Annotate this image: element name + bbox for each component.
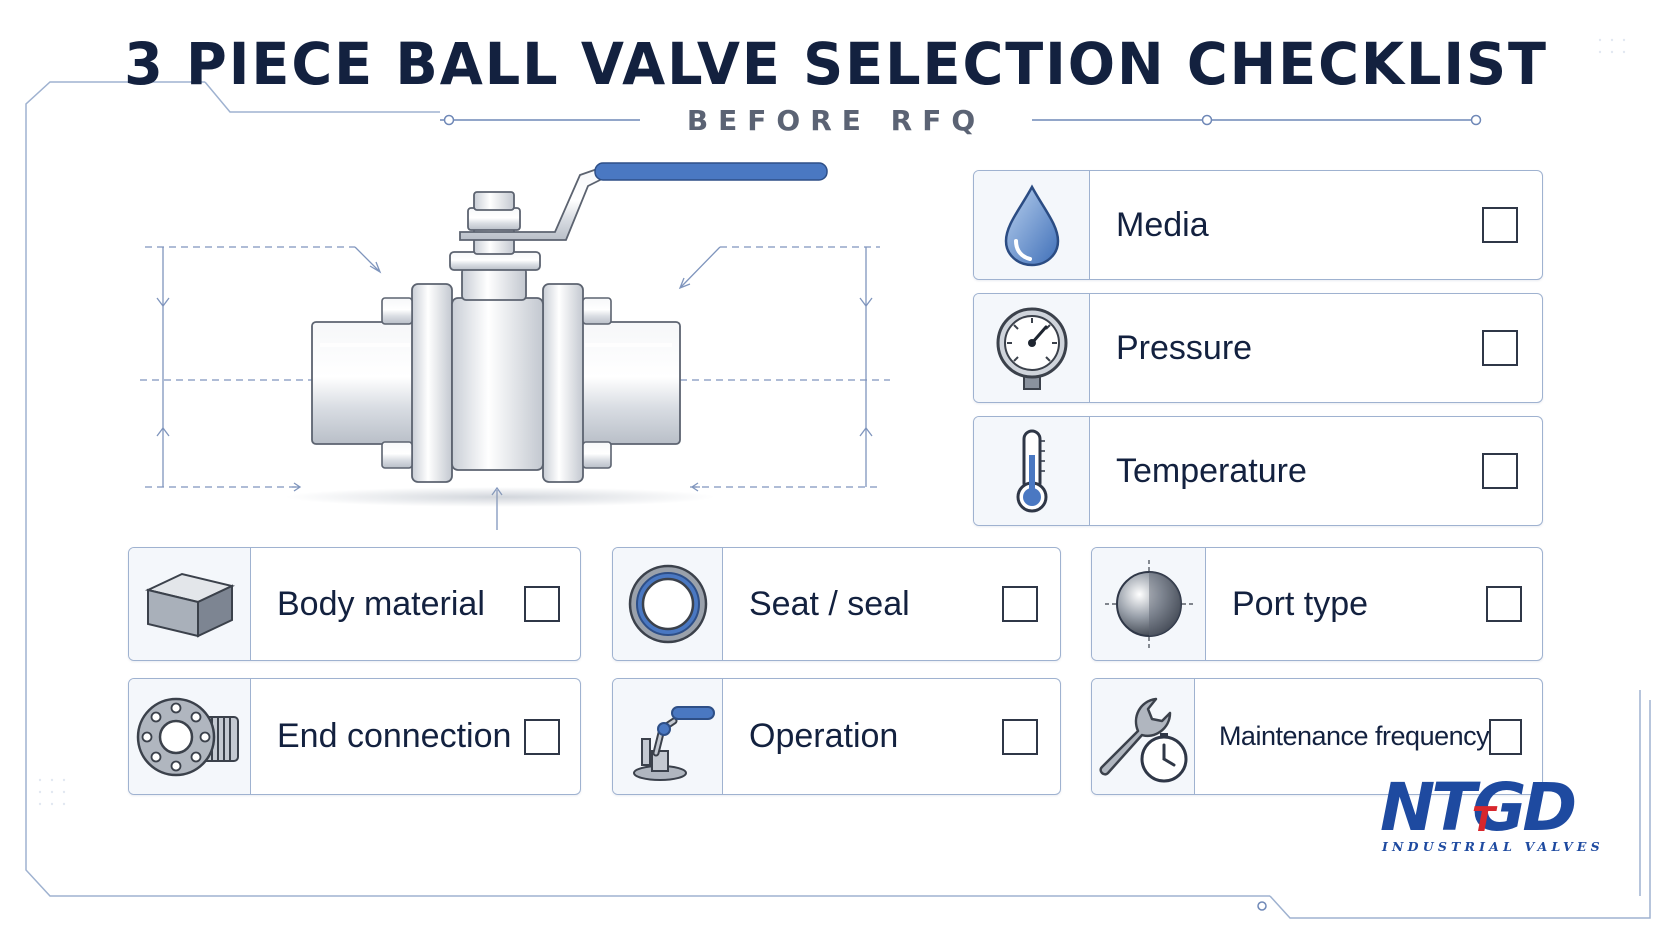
flange-thread-icon (129, 679, 251, 794)
checklist-label-end-connection: End connection (277, 717, 512, 755)
checklist-item-port-type[interactable]: Port type (1091, 547, 1543, 661)
wrench-clock-icon (1092, 679, 1195, 794)
checkbox-pressure[interactable] (1482, 330, 1518, 366)
ball-valve-illustration (140, 162, 890, 530)
checklist-item-end-connection[interactable]: End connection (128, 678, 581, 795)
checkbox-body-material[interactable] (524, 586, 560, 622)
checkbox-media[interactable] (1482, 207, 1518, 243)
checklist-label-maintenance: Maintenance frequency (1218, 721, 1490, 751)
checkbox-operation[interactable] (1002, 718, 1038, 755)
checklist-label-operation: Operation (749, 717, 899, 755)
water-drop-icon (974, 171, 1090, 279)
checkbox-maintenance[interactable] (1489, 718, 1522, 755)
ntgd-logo: NTGD T INDUSTRIAL VALVES (1380, 774, 1604, 854)
checklist-label-media: Media (1116, 205, 1209, 244)
metal-block-icon (129, 548, 251, 660)
checkbox-end-connection[interactable] (524, 718, 560, 755)
svg-text:T: T (1472, 800, 1498, 840)
svg-text:INDUSTRIAL VALVES: INDUSTRIAL VALVES (1381, 839, 1604, 854)
seal-ring-icon (613, 548, 723, 660)
checklist-label-pressure: Pressure (1116, 328, 1253, 367)
ball-icon (1092, 548, 1206, 660)
checklist-label-port-type: Port type (1232, 584, 1369, 623)
checkbox-seat-seal[interactable] (1002, 586, 1038, 622)
checklist-item-media[interactable]: Media (973, 170, 1543, 280)
page-subtitle: BEFORE RFQ (686, 104, 986, 137)
checklist-item-seat-seal[interactable]: Seat / seal (612, 547, 1061, 661)
checklist-item-pressure[interactable]: Pressure (973, 293, 1543, 403)
checkbox-temperature[interactable] (1482, 453, 1518, 489)
checklist-item-temperature[interactable]: Temperature (973, 416, 1543, 526)
svg-text:NTGD: NTGD (1380, 774, 1574, 846)
thermometer-icon (974, 417, 1090, 525)
checklist-label-temperature: Temperature (1116, 451, 1307, 490)
checklist-label-body-material: Body material (277, 584, 485, 623)
checklist-item-operation[interactable]: Operation (612, 678, 1061, 795)
checklist-label-seat-seal: Seat / seal (749, 584, 910, 623)
checkbox-port-type[interactable] (1486, 586, 1522, 622)
lever-handle-icon (613, 679, 723, 794)
page-title: 3 PIECE BALL VALVE SELECTION CHECKLIST (124, 30, 1548, 98)
checklist-item-maintenance[interactable]: Maintenance frequency (1091, 678, 1543, 795)
pressure-gauge-icon (974, 294, 1090, 402)
checklist-item-body-material[interactable]: Body material (128, 547, 581, 661)
